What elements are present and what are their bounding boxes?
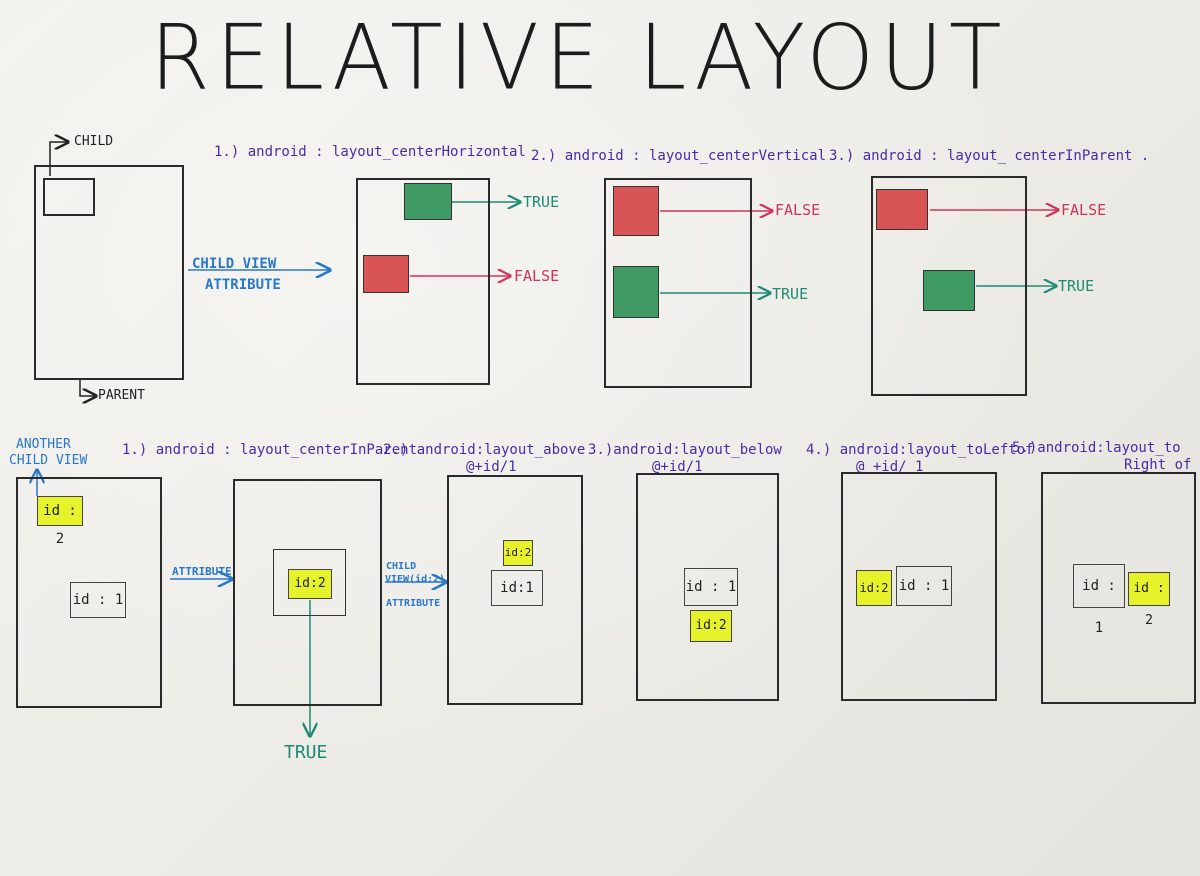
bottom-example5-parent-box — [1041, 472, 1196, 704]
bottom-example1-id2: id:2 — [288, 569, 332, 599]
another-label: ANOTHER — [16, 437, 71, 452]
bottom-example3-id1: id : 1 — [684, 568, 738, 606]
example2-true-label: TRUE — [772, 285, 809, 303]
parent-label: PARENT — [98, 388, 145, 403]
bottom-example4-id2: id:2 — [856, 570, 892, 606]
bottom-example5-id2: id : 2 — [1128, 572, 1170, 628]
bottom-example2-label: 2.) android:layout_above — [383, 442, 586, 458]
example2-false-label: FALSE — [775, 201, 821, 219]
bottom-example5-label: 5.)android:layout_to — [1012, 440, 1181, 456]
bottom-example5-id1: id : 1 — [1073, 564, 1125, 636]
bottom-example3-sub: @+id/1 — [652, 459, 703, 475]
page-title: RELATIVE LAYOUT — [150, 5, 1008, 111]
bottom-example5-sub: Right of — [1124, 457, 1192, 473]
child-view-label-bottom: CHILD VIEW — [9, 453, 88, 468]
example1-red-child — [363, 255, 409, 293]
bottom-base-id2: id : 2 — [37, 496, 83, 547]
attribute-label-top: ATTRIBUTE — [205, 277, 281, 293]
attribute-label-small: ATTRIBUTE — [386, 598, 441, 609]
bottom-base-parent-box — [16, 477, 162, 708]
child-label-small: CHILD — [386, 561, 417, 572]
bottom-example4-id1: id : 1 — [896, 566, 952, 606]
bottom-example3-label: 3.)android:layout_below — [588, 442, 782, 458]
parent-box — [34, 165, 184, 380]
view-id-label-small: VIEW(id:2) — [385, 574, 446, 585]
child-pointer-arrow — [49, 142, 68, 176]
parent-pointer-arrow — [79, 380, 96, 396]
example2-green-child — [613, 266, 659, 318]
example2-parent-box — [604, 178, 752, 388]
example1-parent-box — [356, 178, 490, 385]
example1-false-label: FALSE — [514, 267, 560, 285]
bottom-example1-id1-outline — [273, 549, 346, 616]
bottom-example4-parent-box — [841, 472, 997, 701]
bottom-example4-label: 4.) android:layout_toLeftof — [806, 442, 1034, 458]
example3-green-child — [923, 270, 975, 311]
bottom-example1-label: 1.) android : layout_centerInParent — [122, 442, 418, 458]
attribute-label-bottom: ATTRIBUTE — [172, 565, 232, 578]
example3-parent-box — [871, 176, 1027, 396]
example1-label: 1.) android : layout_centerHorizontal — [214, 144, 526, 160]
example1-true-label: TRUE — [523, 193, 560, 211]
bottom-true-label: TRUE — [284, 742, 328, 763]
bottom-example4-sub: @ +id/ 1 — [856, 459, 924, 475]
example3-red-child — [876, 189, 928, 230]
example2-label: 2.) android : layout_centerVertical — [531, 148, 827, 164]
child-view-label: CHILD VIEW — [192, 256, 277, 272]
child-box — [43, 178, 95, 216]
example3-false-label: FALSE — [1061, 201, 1107, 219]
bottom-example3-id2: id:2 — [690, 610, 732, 642]
bottom-example2-sub: @+id/1 — [466, 459, 517, 475]
bottom-example2-id1: id:1 — [491, 570, 543, 606]
bottom-example2-id2: id:2 — [503, 540, 533, 566]
example2-red-child — [613, 186, 659, 236]
bottom-base-id1: id : 1 — [70, 582, 126, 618]
example3-label: 3.) android : layout_ centerInParent . — [829, 148, 1150, 164]
bottom-example3-parent-box — [636, 473, 779, 701]
child-label: CHILD — [74, 134, 114, 149]
example3-true-label: TRUE — [1058, 277, 1095, 295]
bottom-example1-parent-box — [233, 479, 382, 706]
bottom-example2-parent-box — [447, 475, 583, 705]
example1-green-child — [404, 183, 452, 220]
